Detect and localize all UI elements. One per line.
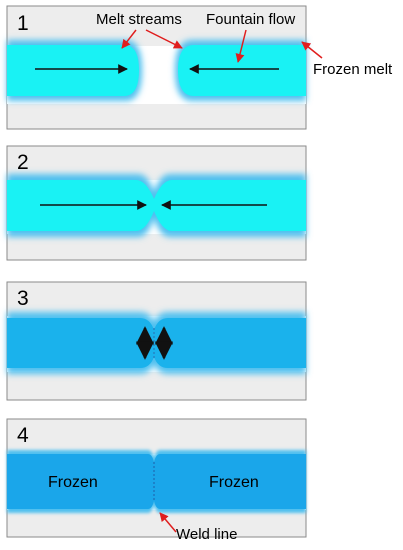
weld-line-pointer — [159, 512, 177, 533]
panel-3: 3 — [6, 281, 307, 401]
melt-streams-label: Melt streams — [96, 11, 182, 28]
right-melt-stream — [175, 40, 306, 101]
frozen-part-core — [7, 454, 306, 509]
fountain-flow-label: Fountain flow — [206, 11, 295, 28]
left-melt-stream — [7, 40, 142, 101]
melt-streams-pointer-left — [121, 29, 137, 49]
frozen-melt-pointer — [301, 41, 323, 59]
fountain-flow-pointer — [235, 29, 247, 63]
panel-number: 3 — [17, 287, 29, 310]
panel-number: 4 — [17, 424, 29, 447]
frozen-right-label: Frozen — [209, 474, 259, 491]
panel-number: 2 — [17, 151, 29, 174]
panel-4: Frozen Frozen 4 Weld line — [6, 418, 307, 543]
panel-1: 1 Melt streams Fountain flow Frozen melt — [6, 5, 393, 130]
panel-2: 2 — [6, 145, 307, 261]
merged-melt-core — [7, 180, 306, 231]
frozen-left-label: Frozen — [48, 474, 98, 491]
frozen-melt-label: Frozen melt — [313, 61, 393, 78]
weld-line-label: Weld line — [176, 526, 237, 543]
cooling-melt-core — [7, 318, 306, 368]
panel-number: 1 — [17, 12, 29, 35]
melt-streams-pointer-right — [145, 29, 183, 49]
